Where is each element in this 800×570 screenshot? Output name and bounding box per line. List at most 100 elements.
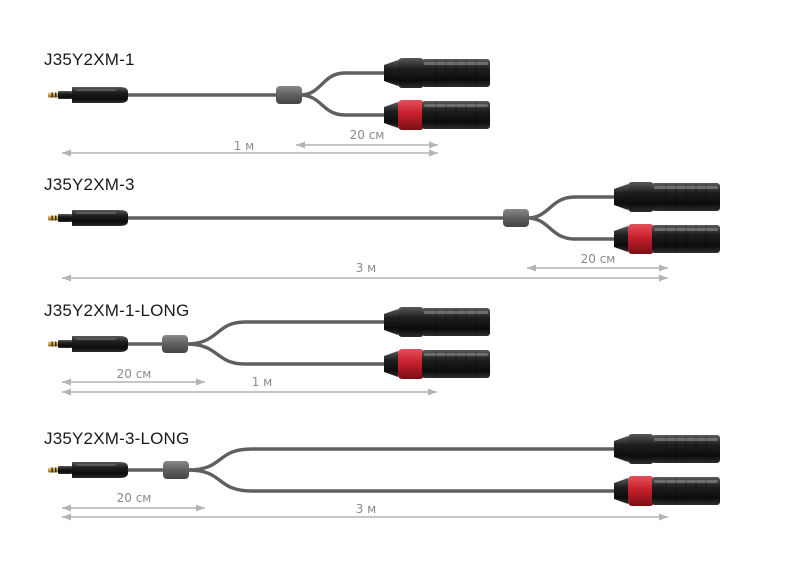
dimension-arrow-right: [429, 141, 438, 149]
xlr-black-ring: [398, 58, 424, 88]
cable-assembly-4: [48, 434, 720, 506]
jack-collar: [58, 466, 72, 474]
cable-assembly-3: [48, 307, 490, 379]
jack-collar: [58, 340, 72, 348]
dimension-arrow-right: [659, 274, 668, 282]
model-title-4: J35Y2XM-3-LONG: [44, 429, 190, 448]
jack-connector-3: [48, 336, 128, 352]
dimension-arrow-right: [659, 513, 668, 521]
xlr-connector-red: [614, 224, 720, 254]
dimension-3: 3 м: [62, 261, 668, 282]
xlr-housing: [652, 477, 720, 505]
dimension-arrow-right: [196, 378, 205, 386]
y-splitter-2: [503, 209, 529, 227]
y-splitter-3: [162, 335, 188, 353]
xlr-highlight: [654, 438, 718, 441]
xlr-connector-black: [384, 58, 490, 88]
jack-sleeve-insulator: [55, 92, 57, 98]
xlr-boot: [614, 478, 628, 504]
jack-ring-insulator: [51, 467, 53, 473]
xlr-housing: [652, 225, 720, 253]
branch-cable-bottom: [525, 216, 616, 241]
jack-collar: [58, 91, 72, 99]
dimension-label: 20 см: [117, 367, 152, 381]
jack-highlight: [76, 464, 116, 466]
jack-highlight: [76, 89, 116, 91]
xlr-housing: [422, 101, 490, 129]
xlr-boot: [384, 102, 398, 128]
xlr-black-ring: [398, 307, 424, 337]
dimension-1: 20 см: [296, 128, 438, 149]
jack-tip: [48, 467, 58, 473]
branch-cable-top: [298, 71, 386, 97]
dimension-arrow-left: [527, 264, 536, 272]
jack-ring-insulator: [51, 92, 53, 98]
dimension-arrow-left: [62, 388, 71, 396]
xlr-boot: [384, 60, 398, 86]
xlr-red-ring: [628, 224, 654, 254]
y-splitter-1: [276, 86, 302, 104]
dimension-arrow-left: [62, 149, 71, 157]
dimension-2: 1 м: [62, 139, 438, 157]
xlr-highlight: [424, 353, 488, 356]
xlr-connector-red: [614, 476, 720, 506]
branch-cable-top: [184, 320, 386, 346]
xlr-boot: [614, 184, 628, 210]
branch-cable-top: [525, 195, 616, 220]
y-splitter-4: [163, 461, 189, 479]
dimension-label: 20 см: [117, 491, 152, 505]
xlr-connector-red: [384, 349, 490, 379]
xlr-highlight: [424, 104, 488, 107]
dimension-8: 3 м: [62, 502, 668, 521]
dimension-arrow-left: [62, 378, 71, 386]
xlr-boot: [614, 436, 628, 462]
xlr-black-ring: [628, 434, 654, 464]
dimension-7: 20 см: [62, 491, 205, 512]
dimension-arrow-left: [62, 504, 71, 512]
xlr-red-ring: [628, 476, 654, 506]
xlr-housing: [652, 183, 720, 211]
jack-connector-4: [48, 462, 128, 478]
xlr-housing: [422, 350, 490, 378]
model-title-3: J35Y2XM-1-LONG: [44, 301, 190, 320]
xlr-highlight: [654, 480, 718, 483]
branch-cable-top: [186, 447, 616, 472]
dimension-arrow-left: [62, 274, 71, 282]
xlr-connector-red: [384, 100, 490, 130]
jack-tip: [48, 341, 58, 347]
jack-ring-insulator: [51, 341, 53, 347]
dimension-label: 3 м: [356, 261, 377, 275]
jack-sleeve-insulator: [55, 467, 57, 473]
xlr-boot: [384, 309, 398, 335]
jack-tip: [48, 92, 58, 98]
dimension-5: 20 см: [62, 367, 205, 386]
xlr-connector-black: [614, 434, 720, 464]
xlr-housing: [422, 59, 490, 87]
dimension-arrow-left: [62, 513, 71, 521]
xlr-connector-black: [614, 182, 720, 212]
dimension-label: 3 м: [356, 502, 377, 516]
jack-highlight: [76, 212, 116, 214]
dimension-arrow-right: [659, 264, 668, 272]
xlr-boot: [614, 226, 628, 252]
xlr-highlight: [424, 62, 488, 65]
xlr-boot: [384, 351, 398, 377]
dimension-label: 1 м: [234, 139, 255, 153]
branch-cable-bottom: [186, 468, 616, 493]
dimension-label: 20 см: [350, 128, 385, 142]
dimension-arrow-right: [429, 149, 438, 157]
cable-assembly-2: [48, 182, 720, 254]
dimension-arrow-left: [296, 141, 305, 149]
jack-highlight: [76, 338, 116, 340]
xlr-highlight: [654, 228, 718, 231]
cable-assembly-1: [48, 58, 490, 130]
xlr-red-ring: [398, 349, 424, 379]
xlr-red-ring: [398, 100, 424, 130]
jack-ring-insulator: [51, 215, 53, 221]
branch-cable-bottom: [184, 342, 386, 366]
jack-tip: [48, 215, 58, 221]
dimension-label: 1 м: [252, 375, 273, 389]
xlr-housing: [422, 308, 490, 336]
